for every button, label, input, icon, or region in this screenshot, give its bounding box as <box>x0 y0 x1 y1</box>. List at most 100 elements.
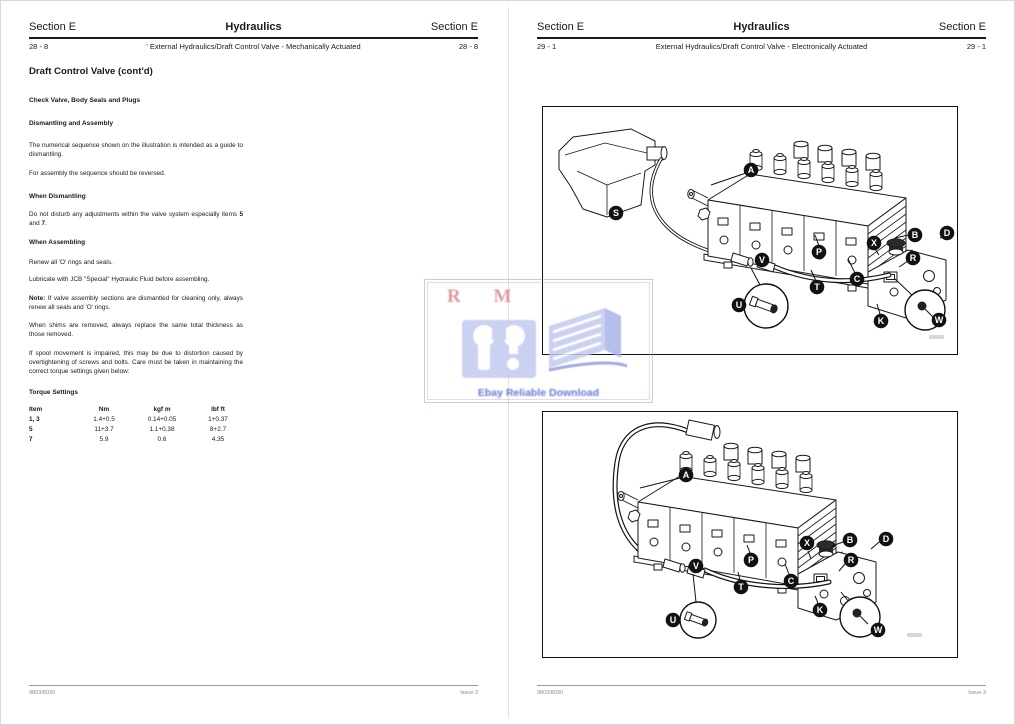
callout-d: D <box>878 531 894 547</box>
callout-b: B <box>907 227 923 243</box>
torque-settings-table: Item Nm kgf m lbf ft 1, 3 1.4+0.5 0.14+0… <box>29 405 243 445</box>
item-5-ref: 5 <box>239 210 243 218</box>
callout-a: A <box>678 467 694 483</box>
callout-t: T <box>809 279 825 295</box>
callout-x: X <box>866 235 882 251</box>
svg-text:D: D <box>944 228 951 238</box>
svg-text:X: X <box>804 538 810 548</box>
left-page-header: Section E Hydraulics Section E 28 - 8 ' … <box>29 21 478 51</box>
paragraph-spool-movement: If spool movement is impaired, this may … <box>29 350 243 376</box>
valve-diagram-bottom: A B X D P V T C R K U W <box>612 419 922 639</box>
callout-k: K <box>812 602 828 618</box>
paragraph-shims: When shims are removed, always replace t… <box>29 321 243 338</box>
heading-when-dismantling: When Dismantling <box>29 192 86 200</box>
callout-r: R <box>905 250 921 266</box>
svg-text:C: C <box>854 274 861 284</box>
p3-mid: and <box>29 219 42 227</box>
svg-text:K: K <box>817 605 824 615</box>
hydraulic-hose <box>730 252 892 284</box>
callout-v: V <box>754 252 770 268</box>
torque-col-lbfft: lbf ft <box>211 405 225 413</box>
svg-text:W: W <box>874 625 883 635</box>
callout-c: C <box>849 271 865 287</box>
svg-text:B: B <box>912 230 919 240</box>
callout-b: B <box>842 532 858 548</box>
issue-label: Issue 3 <box>968 690 986 696</box>
torque-row3-lbfft: 4.35 <box>211 435 225 443</box>
page-number-right: 28 - 8 <box>458 42 478 51</box>
callout-x: X <box>799 535 815 551</box>
callout-p: P <box>743 552 759 568</box>
valve-diagram-top: A S V P T C B X R D K U W <box>558 128 955 339</box>
subtitle-artifact-mark: ' <box>146 42 148 51</box>
doc-subtitle-2: Dismantling and Assembly <box>29 120 114 128</box>
hose-end-fitting <box>685 419 721 441</box>
left-page-footer: 9803/8030 Issue 3 <box>29 685 478 696</box>
issue-label: Issue 3 <box>460 690 478 696</box>
page-gutter-divider <box>508 7 509 718</box>
right-page: Section E Hydraulics Section E 29 - 1 Ex… <box>509 1 1014 724</box>
doc-subtitle-1: Check Valve, Body Seals and Plugs <box>29 97 141 105</box>
page-number-left: 29 - 1 <box>537 42 557 51</box>
svg-text:R: R <box>910 253 917 263</box>
section-label-left: Section E <box>29 21 77 33</box>
doc-title: Draft Control Valve (cont'd) <box>29 66 153 77</box>
svg-text:S: S <box>613 208 619 218</box>
svg-text:A: A <box>683 470 690 480</box>
callout-d: D <box>939 225 955 241</box>
svg-text:V: V <box>693 561 699 571</box>
svg-text:T: T <box>814 282 820 292</box>
callout-u: U <box>665 612 681 628</box>
svg-text:W: W <box>935 315 944 325</box>
section-label-left: Section E <box>537 21 585 33</box>
torque-row2-lbfft: 8+2.7 <box>209 425 227 433</box>
paragraph-sequence-guide: The numerical sequence shown on the illu… <box>29 142 243 159</box>
paragraph-renew-orings: Renew all 'O' rings and seals. <box>29 258 113 266</box>
publication-number: 9803/8030 <box>537 690 563 696</box>
callout-v: V <box>688 558 704 574</box>
svg-text:D: D <box>883 534 890 544</box>
figure-ref-smudge <box>907 633 922 637</box>
svg-text:V: V <box>759 255 765 265</box>
callout-p: P <box>811 244 827 260</box>
plug-detail <box>917 301 934 318</box>
torque-col-nm: Nm <box>98 405 110 413</box>
page-number-right: 29 - 1 <box>966 42 986 51</box>
section-label-right: Section E <box>938 21 986 33</box>
bolt-detail <box>683 611 709 627</box>
right-page-footer: 9803/8030 Issue 3 <box>537 685 986 696</box>
callout-a: A <box>743 162 759 178</box>
bolt-detail <box>748 295 778 314</box>
svg-text:K: K <box>878 316 885 326</box>
svg-text:C: C <box>788 576 795 586</box>
mounting-bracket <box>558 128 668 218</box>
subtitle-text: External Hydraulics/Draft Control Valve … <box>149 42 361 51</box>
callout-w: W <box>870 622 886 638</box>
page-subtitle: ' External Hydraulics/Draft Control Valv… <box>48 42 459 51</box>
p3-post: . <box>45 219 47 227</box>
torque-row1-lbfft: 1+0.37 <box>208 415 228 423</box>
heading-torque-settings: Torque Settings <box>29 388 78 396</box>
svg-text:P: P <box>748 555 754 565</box>
torque-row2-kgfm: 1.1+0.38 <box>149 425 175 433</box>
right-page-header: Section E Hydraulics Section E 29 - 1 Ex… <box>537 21 986 51</box>
item-7-ref: 7 <box>41 219 46 227</box>
svg-text:T: T <box>738 582 744 592</box>
heading-when-assembling: When Assembling <box>29 238 86 246</box>
svg-text:U: U <box>670 615 677 625</box>
paragraph-lubricate: Lubricate with JCB "Special" Hydraulic F… <box>29 276 210 284</box>
left-page-body: Draft Control Valve (cont'd) Check Valve… <box>29 65 243 445</box>
note-text: If valve assembly sections are dismantle… <box>29 295 243 311</box>
svg-text:B: B <box>847 535 854 545</box>
detail-circle-w <box>839 596 881 638</box>
torque-row1-kgfm: 0.14+0.05 <box>147 415 177 423</box>
chapter-title: Hydraulics <box>225 21 282 33</box>
svg-text:U: U <box>736 300 743 310</box>
paragraph-do-not-disturb: Do not disturb any adjustments within th… <box>29 211 243 229</box>
callout-w: W <box>931 312 947 328</box>
note-label: Note: <box>29 295 48 303</box>
figure-top-valve-assembly: A S V P T C B X R D K U W <box>542 106 958 355</box>
callout-u: U <box>731 297 747 313</box>
torque-col-item: Item <box>29 405 43 413</box>
